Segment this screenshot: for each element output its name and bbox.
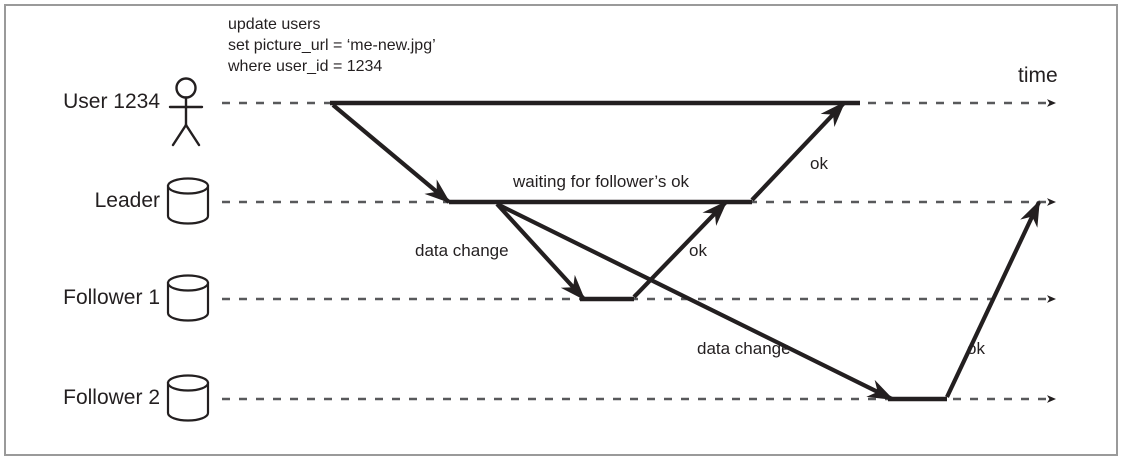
message-arrow-ok-follower2 <box>945 200 1041 398</box>
participant-label-follower2: Follower 2 <box>63 386 160 409</box>
message-label-data-change-follower1: data change <box>415 241 509 260</box>
message-arrow-ok-leader <box>750 101 846 202</box>
actor-stick-figure-icon <box>168 77 204 147</box>
message-label-waiting: waiting for follower’s ok <box>513 172 690 191</box>
message-arrow-update <box>331 103 451 204</box>
database-cylinder-icon-follower1 <box>166 274 210 322</box>
participant-label-follower1: Follower 1 <box>63 286 160 309</box>
message-label-ok-follower2: ok <box>967 339 985 358</box>
message-arrow-data-change-follower2 <box>496 202 894 401</box>
message-label-ok-leader: ok <box>810 154 828 173</box>
message-label-ok-follower1: ok <box>689 241 707 260</box>
database-cylinder-icon-leader <box>166 177 210 225</box>
sql-query-line-1: update users <box>228 16 321 33</box>
sql-query-line-2: set picture_url = ‘me-new.jpg’ <box>228 37 436 54</box>
sql-query-line-3: where user_id = 1234 <box>228 58 383 75</box>
time-axis-label: time <box>1018 64 1058 87</box>
database-cylinder-icon-follower2 <box>166 374 210 422</box>
message-label-data-change-follower2: data change <box>697 339 791 358</box>
message-arrow-ok-follower1 <box>632 200 728 299</box>
participant-label-user: User 1234 <box>63 90 160 113</box>
participant-label-leader: Leader <box>94 189 160 212</box>
message-arrow-data-change-follower1 <box>495 202 586 301</box>
